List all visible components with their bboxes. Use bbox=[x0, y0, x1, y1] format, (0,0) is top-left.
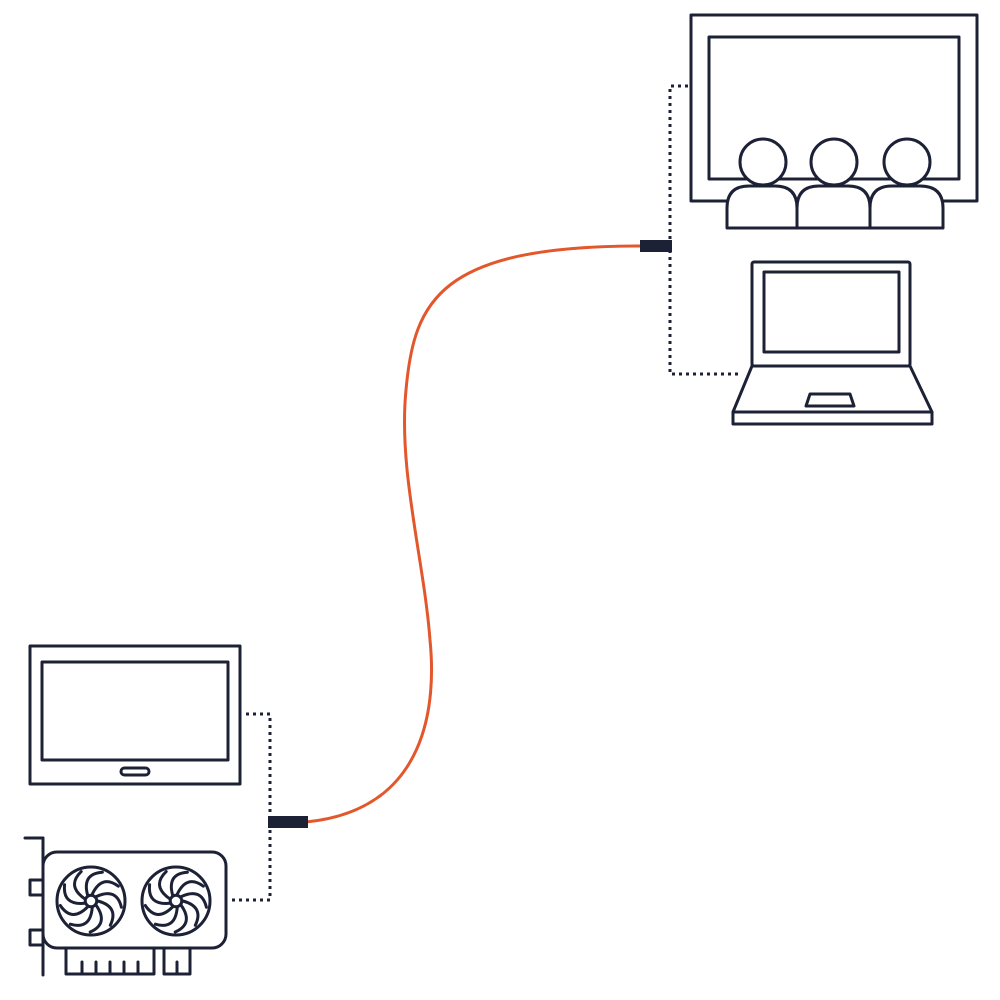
hub-to-screen-and-laptop-link bbox=[668, 84, 742, 376]
fan-blade bbox=[169, 870, 189, 897]
pcie-pins bbox=[80, 960, 179, 976]
cable-plug-bottom bbox=[268, 816, 308, 828]
fan-blade bbox=[96, 899, 115, 927]
fan-icon bbox=[140, 865, 212, 937]
audience-person-icon bbox=[795, 137, 872, 230]
fan-blade bbox=[179, 892, 208, 909]
fan-blade bbox=[175, 880, 205, 896]
fan-blade bbox=[143, 904, 175, 916]
fan-blade bbox=[73, 870, 87, 901]
audience-person-icon bbox=[868, 137, 945, 230]
fan-hub bbox=[83, 893, 99, 909]
fan-blade bbox=[84, 870, 104, 897]
fan-blade bbox=[88, 903, 103, 934]
laptop-icon bbox=[731, 260, 934, 426]
fan-icon bbox=[55, 865, 127, 937]
fan-blade bbox=[173, 903, 188, 934]
hub-to-monitor-and-card-link bbox=[228, 712, 272, 902]
monitor-icon bbox=[28, 644, 242, 786]
graphics-card-icon bbox=[23, 836, 228, 977]
cable-plug-top bbox=[640, 240, 672, 252]
fan-blade bbox=[158, 870, 172, 901]
monitor-button bbox=[119, 766, 151, 777]
fan-blade bbox=[94, 892, 123, 909]
fiber-cable bbox=[304, 244, 642, 824]
fan-blade bbox=[147, 883, 172, 905]
fan-blade bbox=[90, 880, 120, 896]
fan-blade bbox=[68, 906, 94, 927]
laptop-touchpad bbox=[804, 392, 856, 408]
monitor-screen bbox=[40, 660, 230, 762]
fan-blade bbox=[153, 906, 179, 927]
fan-hub bbox=[168, 893, 184, 909]
projection-screen-audience-icon bbox=[689, 13, 979, 230]
laptop-screen bbox=[762, 270, 901, 354]
fan-blade bbox=[181, 899, 200, 927]
fan-blade bbox=[58, 904, 90, 916]
fan-blade bbox=[62, 883, 87, 905]
